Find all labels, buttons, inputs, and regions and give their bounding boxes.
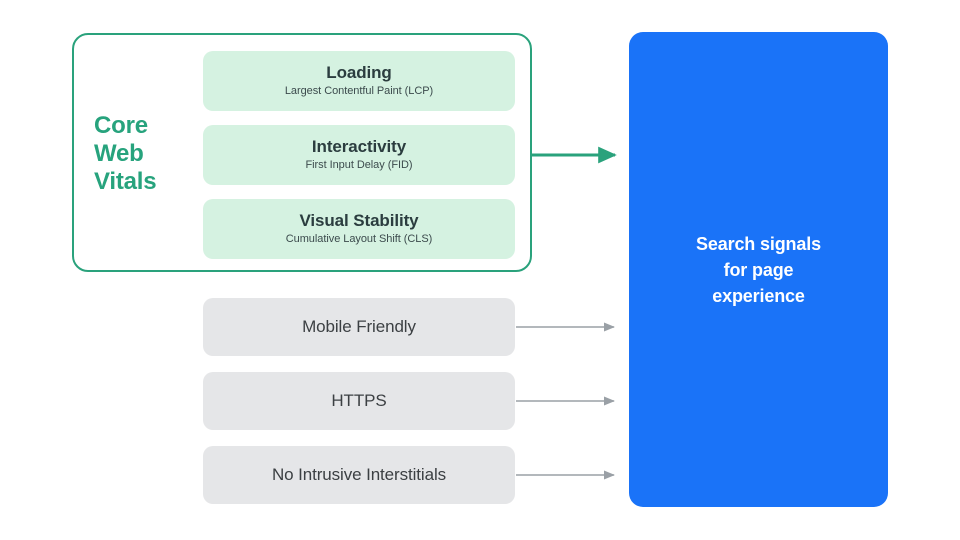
signal-box-label: Mobile Friendly xyxy=(302,317,416,336)
signal-box-label: HTTPS xyxy=(331,391,387,410)
core-web-vitals-label: Core Web Vitals xyxy=(94,112,194,196)
vital-card-subtitle: First Input Delay (FID) xyxy=(305,159,413,171)
signal-box-https[interactable]: HTTPS xyxy=(203,372,515,430)
core-web-vitals-label-line-1: Core xyxy=(94,112,148,139)
vital-card-title: Interactivity xyxy=(311,137,407,156)
vital-card-visual-stability[interactable]: Visual Stability Cumulative Layout Shift… xyxy=(203,199,515,259)
vital-card-subtitle: Largest Contentful Paint (LCP) xyxy=(284,85,434,97)
vital-card-subtitle: Cumulative Layout Shift (CLS) xyxy=(285,233,433,245)
signal-box-mobile-friendly[interactable]: Mobile Friendly xyxy=(203,298,515,356)
vital-card-interactivity[interactable]: Interactivity First Input Delay (FID) xyxy=(203,125,515,185)
signal-box-label: No Intrusive Interstitials xyxy=(271,465,447,484)
destination-box: Search signals for page experience xyxy=(629,32,888,507)
core-web-vitals-label-line-2: Web xyxy=(94,140,144,168)
core-web-vitals-group xyxy=(72,33,532,272)
vital-card-title: Visual Stability xyxy=(299,211,419,230)
signal-box-no-intrusive-interstitials[interactable]: No Intrusive Interstitials xyxy=(203,446,515,504)
core-web-vitals-label-line-3: Vitals xyxy=(94,168,157,196)
destination-text: Search signals for page experience xyxy=(696,233,821,306)
vital-card-loading[interactable]: Loading Largest Contentful Paint (LCP) xyxy=(203,51,515,111)
vital-card-title: Loading xyxy=(326,63,392,82)
